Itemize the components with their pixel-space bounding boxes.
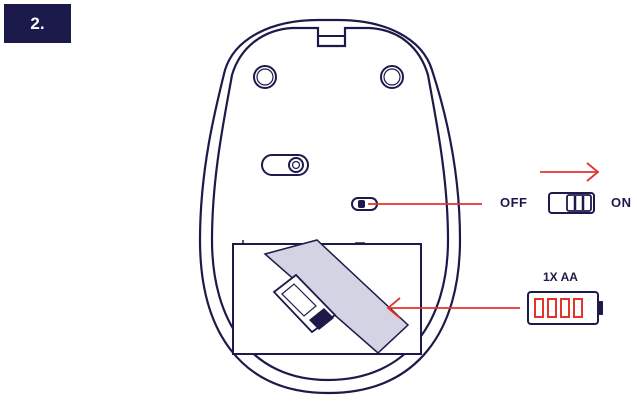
- mouse-foot-right-inner: [383, 68, 401, 86]
- off-label: OFF: [500, 195, 528, 210]
- dongle-slot-icon: [272, 273, 337, 334]
- mouse-inner-shell: [210, 26, 450, 382]
- battery-arrow-icon: [386, 297, 520, 319]
- battery-label: 1X AA: [543, 270, 578, 284]
- mouse-foot-right: [380, 65, 404, 89]
- on-label: ON: [611, 195, 632, 210]
- mouse-foot-left-inner: [256, 68, 274, 86]
- mouse-foot-left: [253, 65, 277, 89]
- battery-level-icon: [527, 291, 603, 325]
- direction-arrow-icon: [540, 162, 600, 182]
- sensor-icon: [261, 154, 309, 176]
- switch-off-on-icon: [548, 192, 595, 214]
- step-number-badge: 2.: [4, 4, 71, 43]
- battery-compartment-icon: [232, 239, 422, 355]
- mouse-outer-shell: [198, 18, 462, 395]
- battery-band: [263, 239, 410, 355]
